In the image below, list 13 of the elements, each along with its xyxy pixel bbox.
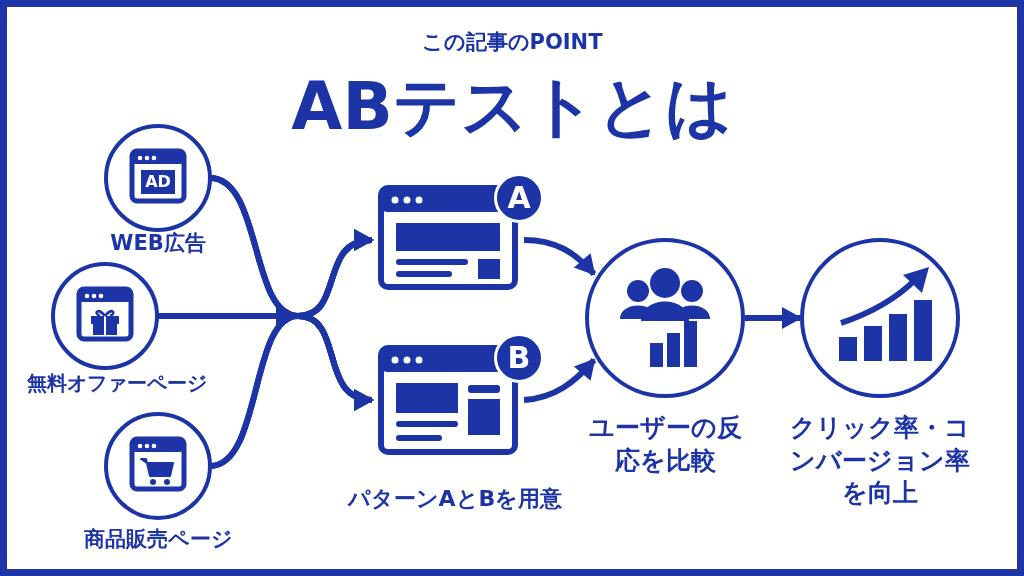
letter-badge: B — [494, 333, 544, 383]
arrow — [745, 307, 802, 329]
node-label: 無料オファーページ — [26, 370, 208, 396]
arrow — [523, 237, 597, 276]
node-label: ユーザーの反応を比較 — [587, 412, 743, 477]
node-label: クリック率・コンバージョン率を向上 — [789, 412, 971, 509]
arrow — [523, 358, 597, 403]
subtitle: この記事のPOINT — [420, 29, 604, 56]
node-label: 商品販売ページ — [82, 526, 234, 553]
letter-badge: A — [494, 173, 544, 223]
node-label: WEB広告 — [109, 230, 207, 257]
caption-text: パターンAとBを用意 — [346, 485, 564, 513]
title: ABテストとは — [290, 67, 734, 147]
